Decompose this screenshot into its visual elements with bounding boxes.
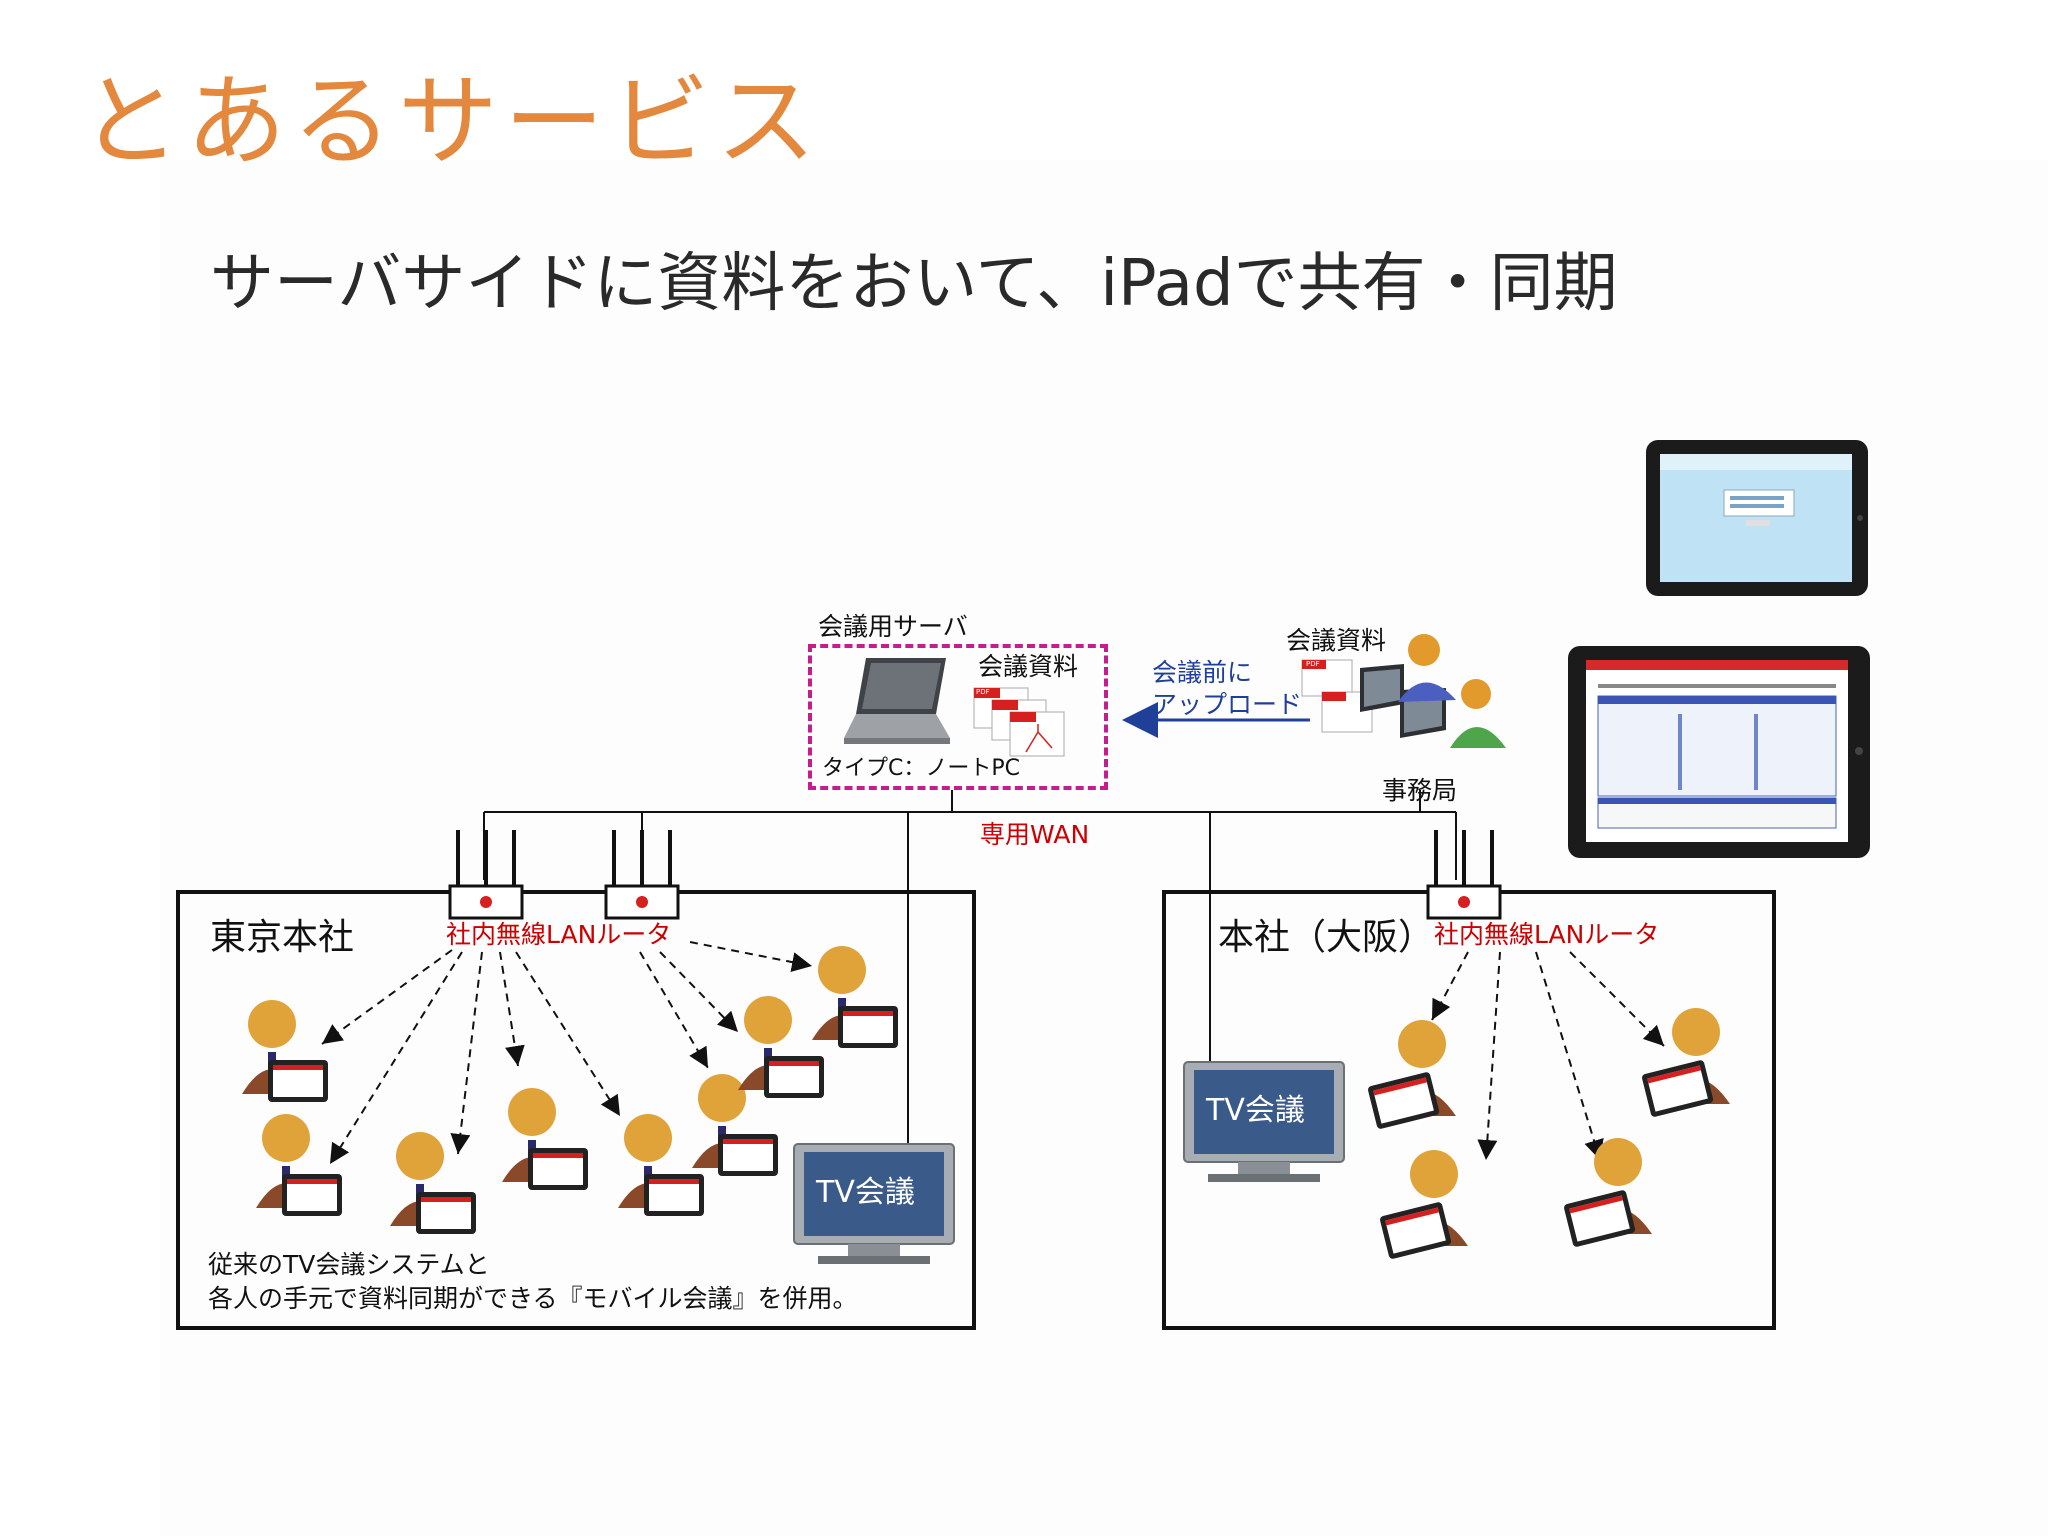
- ipad-login-screen-image: [1646, 440, 1868, 596]
- tokyo-router-label: 社内無線LANルータ: [446, 920, 672, 949]
- tokyo-user-1-icon: [240, 996, 330, 1106]
- office-label: 事務局: [1382, 776, 1458, 805]
- tokyo-tv-label: TV会議: [816, 1175, 915, 1210]
- tokyo-user-6-icon: [690, 1070, 780, 1180]
- tokyo-router-2-icon: [604, 830, 680, 920]
- osaka-router-icon: [1426, 830, 1502, 920]
- tokyo-user-2-icon: [254, 1110, 344, 1220]
- tokyo-user-4-icon: [500, 1084, 590, 1194]
- tokyo-office-label: 東京本社: [210, 917, 355, 958]
- osaka-tv-label: TV会議: [1206, 1093, 1305, 1128]
- server-box: [808, 644, 1108, 790]
- slide-subtitle: サーバサイドに資料をおいて、iPadで共有・同期: [210, 247, 1618, 321]
- server-pdf-docs-icon: PDF: [968, 686, 1078, 760]
- upload-label-line2: アップロード: [1152, 690, 1303, 719]
- tokyo-note-line2: 各人の手元で資料同期ができる『モバイル会議』を併用。: [208, 1284, 858, 1313]
- osaka-user-1-icon: [1366, 1016, 1466, 1136]
- osaka-user-2-icon: [1378, 1146, 1478, 1266]
- osaka-office-label: 本社（大阪）: [1218, 917, 1435, 958]
- tokyo-user-5-icon: [616, 1110, 706, 1220]
- tokyo-router-1-icon: [448, 830, 524, 920]
- server-docs-label: 会議資料: [978, 652, 1079, 681]
- slide-title: とあるサービス: [80, 63, 822, 180]
- tokyo-user-3-icon: [388, 1128, 478, 1238]
- office-docs-label: 会議資料: [1286, 626, 1387, 655]
- ipad-document-screen-image: [1568, 646, 1870, 858]
- wan-label: 専用WAN: [980, 820, 1090, 849]
- tokyo-user-7-icon: [736, 992, 826, 1102]
- upload-label-line1: 会議前に: [1152, 658, 1253, 687]
- osaka-user-4-icon: [1640, 1004, 1740, 1124]
- tokyo-user-8-icon: [810, 942, 900, 1052]
- tokyo-note-line1: 従来のTV会議システムと: [208, 1250, 490, 1279]
- office-workstation-image: PDF: [1300, 630, 1510, 764]
- tokyo-office-box: [176, 890, 976, 1330]
- osaka-tv-icon: TV会議: [1182, 1060, 1346, 1186]
- osaka-user-3-icon: [1562, 1134, 1662, 1254]
- laptop-type-label: タイプC：ノートPC: [822, 756, 1020, 781]
- office-pdf-badge: PDF: [1306, 660, 1320, 668]
- osaka-router-label: 社内無線LANルータ: [1434, 920, 1660, 949]
- pdf-badge: PDF: [976, 688, 990, 696]
- tokyo-tv-icon: TV会議: [792, 1142, 956, 1268]
- server-label: 会議用サーバ: [818, 612, 968, 641]
- laptop-image: [838, 656, 952, 746]
